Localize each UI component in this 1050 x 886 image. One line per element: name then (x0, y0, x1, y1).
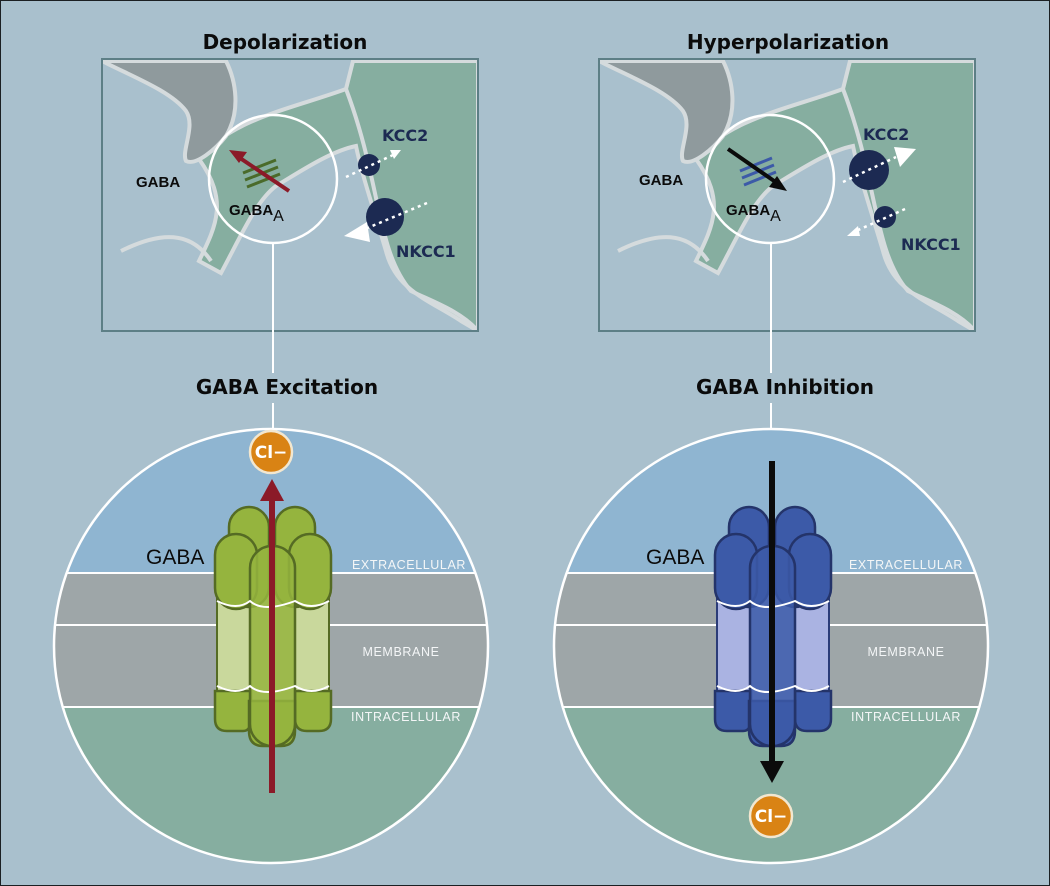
cross-section-border (52, 427, 490, 865)
panel-title: Hyperpolarization (687, 30, 889, 54)
nkcc1-label: NKCC1 (901, 235, 961, 254)
nkcc1-transporter (366, 198, 404, 236)
gaba-a-label: GABAA (229, 202, 284, 225)
section-title: GABA Inhibition (696, 375, 874, 399)
extracellular-label: EXTRACELLULAR (849, 558, 963, 572)
inset-border (101, 58, 479, 332)
neuron-inset-box (102, 59, 478, 331)
presynaptic-terminal (102, 59, 238, 164)
kcc2-label: KCC2 (863, 125, 909, 144)
panel-hyperpolarization: Hyperpolarization GABA (552, 30, 990, 865)
intracellular-label: INTRACELLULAR (351, 710, 461, 724)
kcc2-label: KCC2 (382, 126, 428, 145)
membrane-label: MEMBRANE (362, 645, 439, 659)
section-title: GABA Excitation (196, 375, 378, 399)
panel-depolarization: Depolarization (52, 30, 490, 865)
extracellular-label: EXTRACELLULAR (352, 558, 466, 572)
chloride-ion: Cl− (248, 429, 294, 475)
membrane-label: MEMBRANE (867, 645, 944, 659)
neuron-inset-box (599, 59, 975, 331)
svg-text:Cl−: Cl− (755, 807, 788, 827)
membrane-cross-section: EXTRACELLULAR MEMBRANE INTRACELLULAR (54, 429, 488, 863)
nkcc1-label: NKCC1 (396, 242, 456, 261)
chloride-ion: Cl− (748, 793, 794, 839)
presynaptic-terminal (599, 59, 735, 164)
gaba-label: GABA (136, 174, 180, 191)
gaba-big-label: GABA (646, 546, 704, 569)
svg-text:Cl−: Cl− (255, 443, 288, 463)
chloride-influx-arrow-small (726, 147, 779, 185)
inset-border (598, 58, 976, 332)
cross-section-border (552, 427, 990, 865)
gaba-a-label: GABAA (726, 202, 781, 225)
chloride-efflux-arrow-small (235, 154, 291, 193)
gaba-big-label: GABA (146, 546, 204, 569)
gaba-label: GABA (639, 172, 683, 189)
intracellular-label: INTRACELLULAR (851, 710, 961, 724)
kcc2-transporter (358, 154, 380, 176)
panel-title: Depolarization (203, 30, 368, 54)
